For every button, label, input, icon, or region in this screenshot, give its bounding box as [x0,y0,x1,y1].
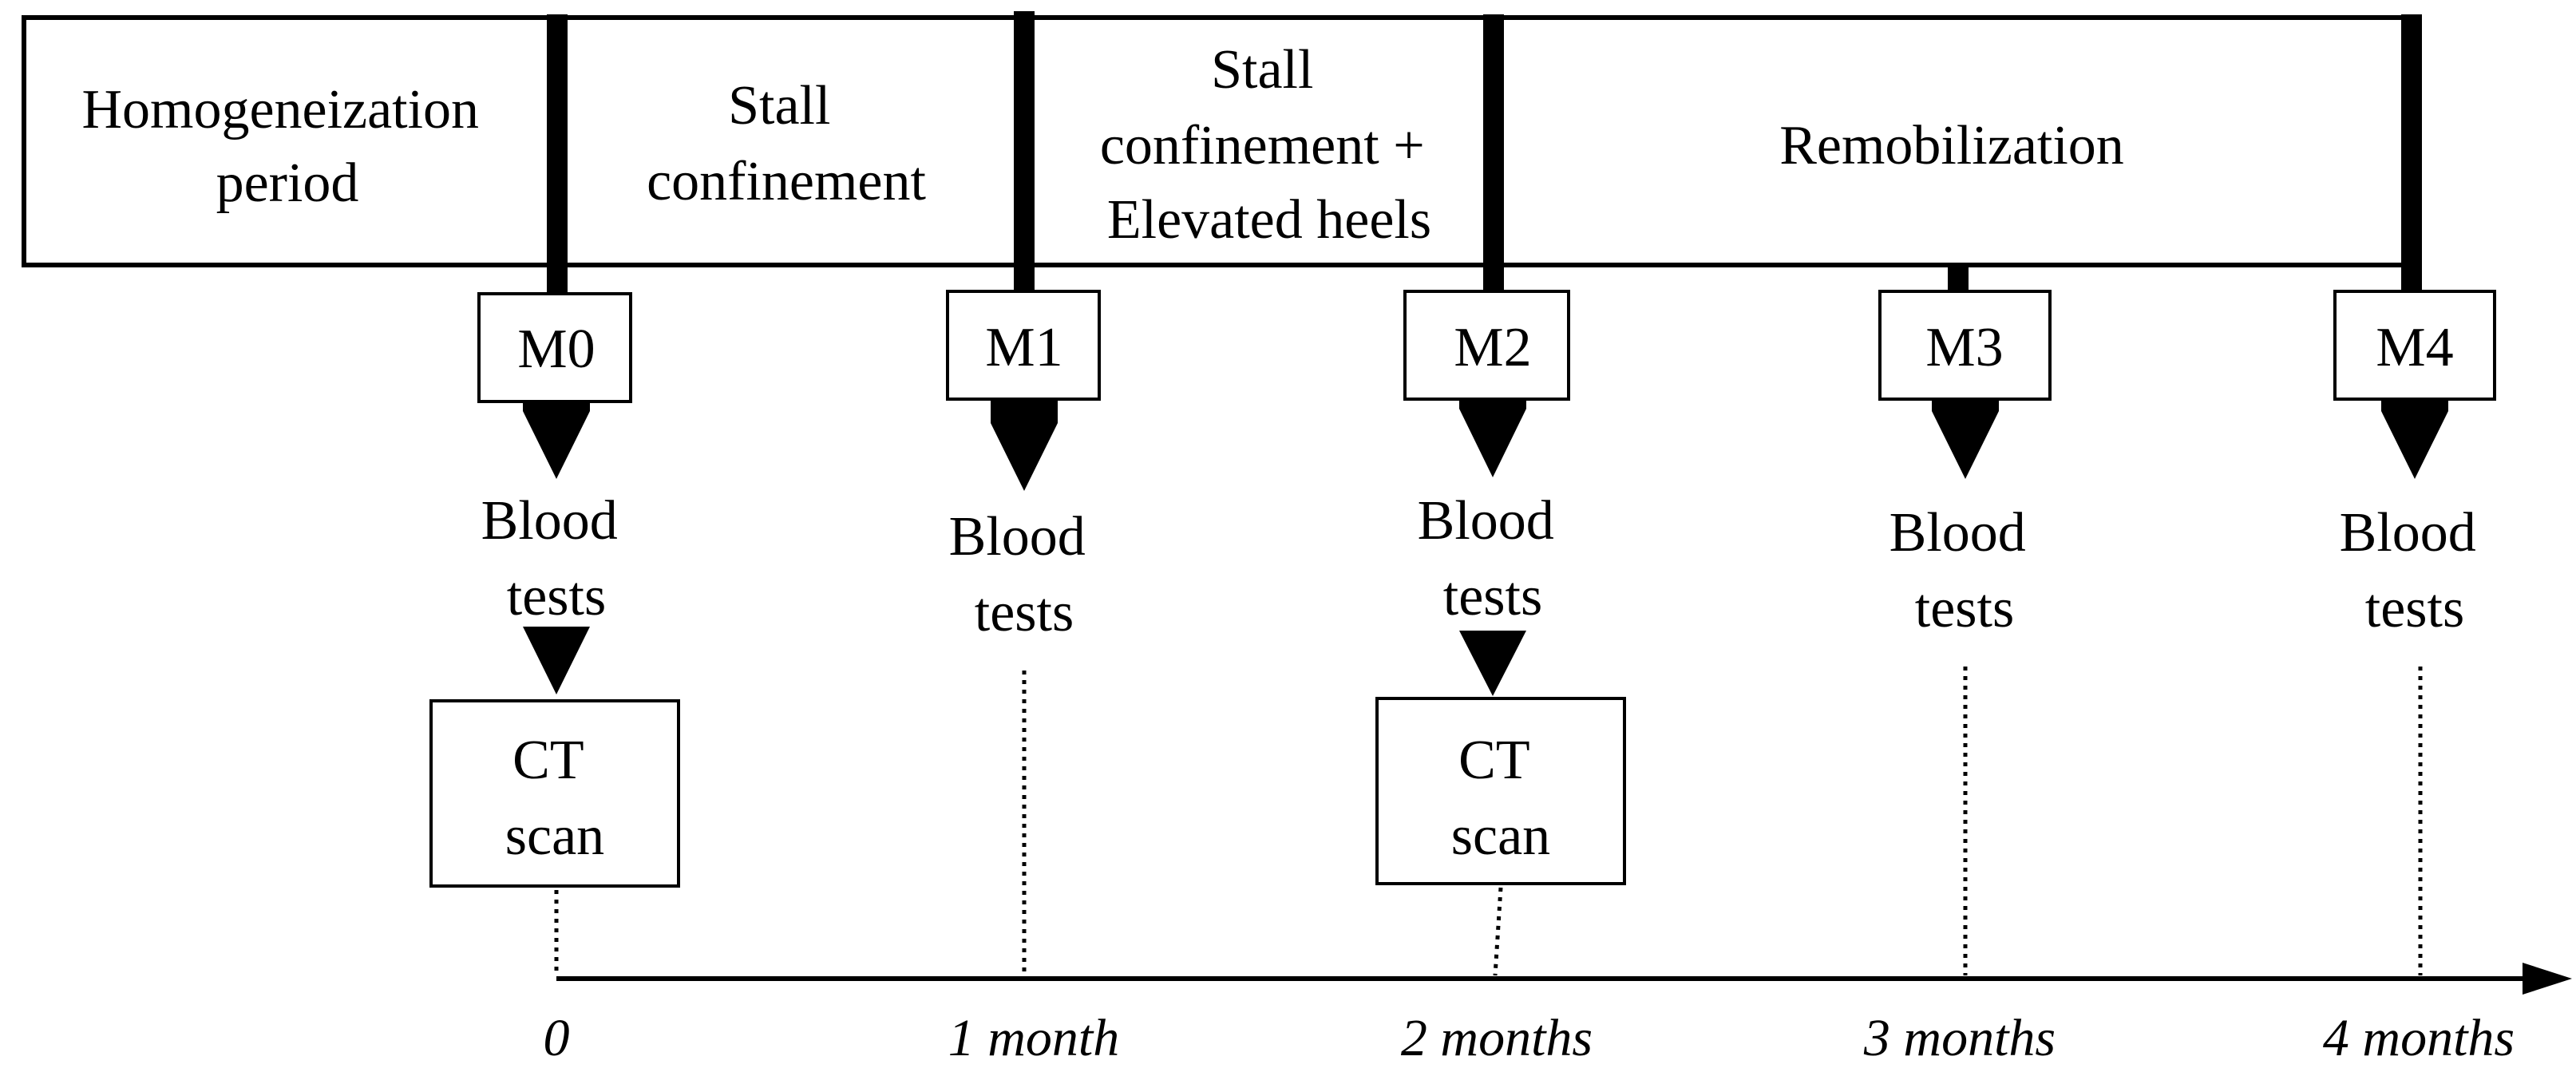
milestone-label-m0: M0 [517,318,595,380]
blood-tests-m1: Blood tests [949,506,1100,643]
milestone-label-m1: M1 [985,317,1062,378]
milestone-divider-m0 [547,14,568,297]
time-label-2-months: 2 months [1401,1009,1593,1067]
milestone-divider-m2 [1483,14,1504,297]
ct-scan-label-m0: CT scan [505,730,604,867]
time-label-0: 0 [544,1009,570,1067]
dotted-connector-m2 [1493,887,1503,976]
milestone-divider-m1 [1014,11,1035,297]
blood-tests-m3: Blood tests [1889,502,2040,639]
time-label-4-months: 4 months [2323,1009,2515,1067]
arrow-m4-to-tests [2381,399,2448,479]
milestone-box-m2 [1403,290,1570,401]
arrow-m3-to-tests [1932,399,1999,479]
arrow-m1-to-tests [991,399,1058,491]
arrow-m0-to-ct [523,627,590,694]
milestone-label-m4: M4 [2376,317,2453,378]
ct-scan-box-m0 [429,699,680,888]
time-axis-arrowhead [2523,963,2572,995]
arrow-m2-to-ct [1459,631,1526,696]
ct-scan-label-m2: CT scan [1451,730,1550,867]
phase-label-homogeneization: Homogeneization period [81,79,493,214]
blood-tests-m4: Blood tests [2340,502,2491,639]
time-label-1-month: 1 month [948,1009,1120,1067]
milestone-box-m0 [477,292,632,403]
milestone-label-m2: M2 [1454,317,1531,378]
milestone-divider-m4 [2401,14,2422,297]
phase-label-stall-elevated-heels: Stall confinement + Elevated heels [1100,39,1438,251]
milestone-label-m3: M3 [1925,317,2003,378]
milestone-box-m4 [2333,290,2496,401]
arrow-m2-to-tests [1459,399,1526,477]
arrow-m0-to-tests [523,402,590,479]
time-label-3-months: 3 months [1863,1009,2056,1067]
milestone-box-m3 [1878,290,2052,401]
phase-label-stall-confinement: Stall confinement [647,75,926,212]
blood-tests-m0: Blood tests [481,490,632,627]
blood-tests-m2: Blood tests [1418,490,1569,627]
ct-scan-box-m2 [1375,697,1626,885]
phase-label-remobilization: Remobilization [1779,115,2124,176]
